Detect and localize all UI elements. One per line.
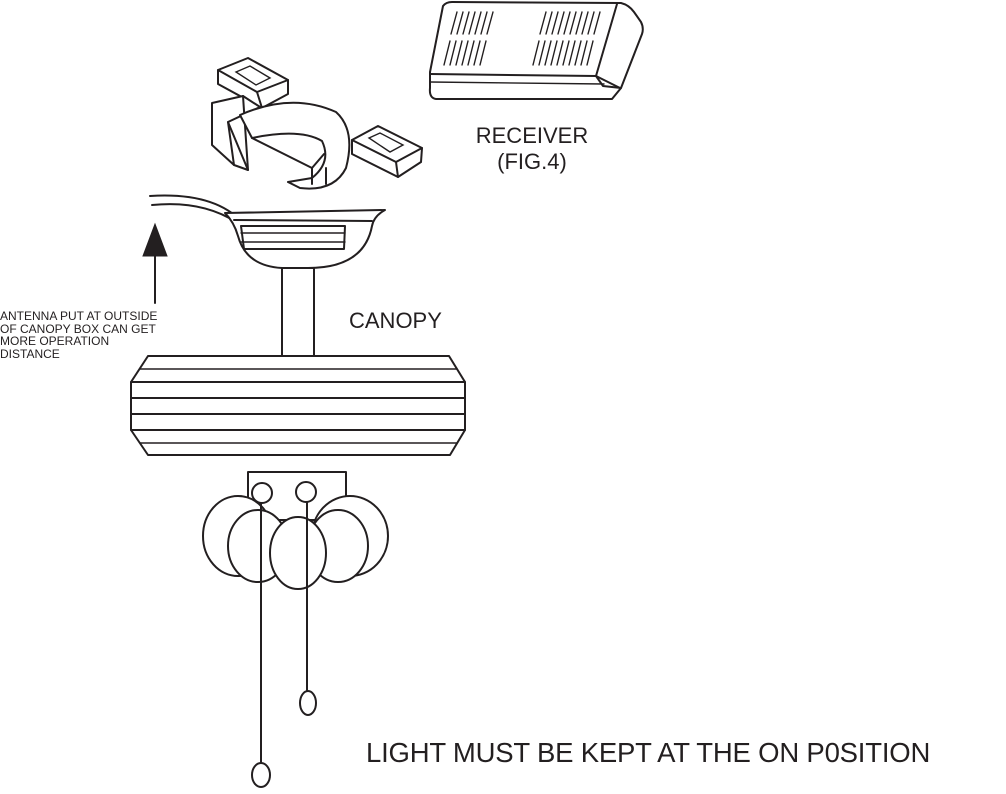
light-shades [202,495,389,590]
light-position-note: LIGHT MUST BE KEPT AT THE ON P0SITION [366,737,931,768]
antenna-arrow [142,222,168,304]
mounting-bracket [211,57,423,190]
receiver-label: RECEIVER (FIG.4) [432,123,632,175]
antenna-note-line: MORE OPERATION [0,334,110,348]
pull-chain-light[interactable] [295,481,317,716]
downrod [281,267,315,359]
antenna-note: ANTENNA PUT AT OUTSIDE OF CANOPY BOX CAN… [0,310,157,360]
receiver-unit [428,1,644,100]
canopy-cup [224,209,386,269]
pull-chain-fan[interactable] [251,482,273,788]
light-shade [269,516,327,590]
receiver-figure-ref: (FIG.4) [497,149,567,174]
receiver-title: RECEIVER [475,123,589,148]
canopy-label: CANOPY [349,308,442,333]
motor-housing [130,355,466,456]
antenna-note-line: DISTANCE [0,346,60,361]
antenna-note-line: ANTENNA PUT AT OUTSIDE [0,309,158,323]
receiver-vent-slots [443,11,601,66]
antenna-note-line: OF CANOPY BOX CAN GET [0,321,156,336]
